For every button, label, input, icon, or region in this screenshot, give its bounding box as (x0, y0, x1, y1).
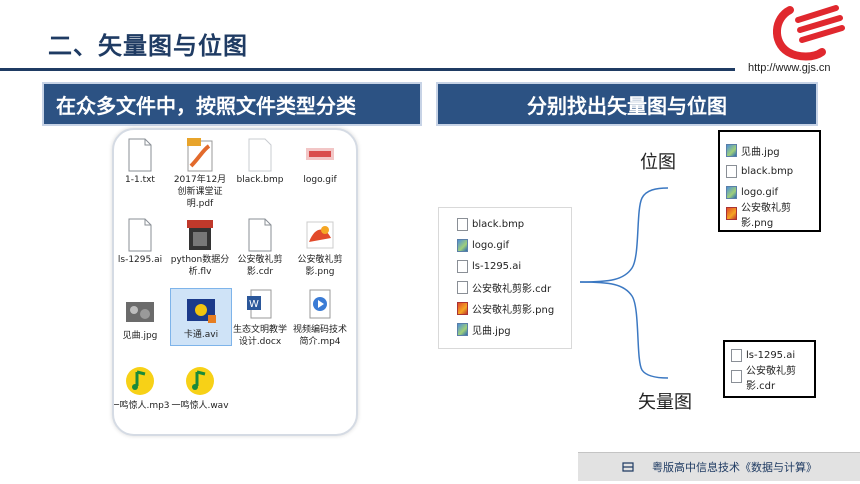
jpg-file-icon (126, 302, 154, 322)
vector-file-list: ls-1295.ai 公安敬礼剪影.cdr (723, 340, 816, 398)
file-item[interactable]: 视频编码技术简介.mp4 (290, 288, 350, 348)
bmp-file-icon (248, 138, 272, 172)
file-item[interactable]: 1-1.txt (114, 138, 170, 186)
ai-file-icon (128, 218, 152, 252)
cdr-file-icon (248, 218, 272, 252)
bmp-file-icon (457, 218, 468, 231)
list-item[interactable]: black.bmp (457, 214, 571, 235)
gif-file-icon (726, 186, 737, 199)
footer-bar: 粤版高中信息技术《数据与计算》 (578, 452, 860, 481)
list-item[interactable]: black.bmp (726, 161, 819, 182)
gif-file-icon (306, 148, 334, 160)
list-item[interactable]: logo.gif (457, 235, 571, 256)
filtered-file-list: black.bmp logo.gif ls-1295.ai 公安敬礼剪影.cdr… (438, 207, 572, 349)
list-item-label: 见曲.jpg (472, 326, 511, 337)
list-item[interactable]: 公安敬礼剪影.png (726, 203, 819, 229)
file-item-selected[interactable]: 卡通.avi (170, 288, 232, 346)
banner-classify: 在众多文件中，按照文件类型分类 (42, 82, 422, 126)
site-url[interactable]: http://www.gjs.cn (748, 62, 831, 74)
list-item-label: 公安敬礼剪影.png (472, 305, 555, 316)
svg-text:W: W (249, 299, 259, 310)
png-file-icon (726, 207, 737, 220)
gif-file-icon (457, 239, 468, 252)
page-title: 二、矢量图与位图 (48, 32, 248, 60)
file-item[interactable]: 公安敬礼剪影.cdr (230, 218, 290, 278)
list-item-label: ls-1295.ai (472, 261, 522, 272)
flv-file-icon (187, 220, 213, 250)
wav-file-icon (186, 367, 214, 395)
list-item[interactable]: 见曲.jpg (726, 140, 819, 161)
banner-find: 分别找出矢量图与位图 (436, 82, 818, 126)
list-item-label: 见曲.jpg (741, 147, 780, 158)
list-item[interactable]: logo.gif (726, 182, 819, 203)
file-item[interactable]: 见曲.jpg (114, 294, 170, 342)
mp3-file-icon (126, 367, 154, 395)
list-item-label: black.bmp (741, 166, 794, 177)
jpg-file-icon (457, 323, 468, 336)
file-item[interactable]: 2017年12月创新课堂证明.pdf (170, 138, 230, 210)
list-item[interactable]: 公安敬礼剪影.cdr (457, 277, 571, 298)
png-file-icon (306, 221, 334, 249)
file-label: ls-1295.ai (117, 255, 163, 265)
file-label: 视频编码技术简介.mp4 (292, 325, 347, 347)
list-item[interactable]: ls-1295.ai (731, 345, 814, 366)
file-label: 公安敬礼剪影.cdr (237, 255, 283, 277)
list-item-label: ls-1295.ai (746, 350, 796, 361)
file-item[interactable]: ls-1295.ai (114, 218, 170, 266)
mp4-file-icon (309, 289, 331, 319)
file-label: 1-1.txt (125, 175, 155, 185)
list-item[interactable]: 公安敬礼剪影.png (457, 298, 571, 319)
file-item[interactable]: logo.gif (290, 138, 350, 186)
file-explorer-window: 1-1.txt 2017年12月创新课堂证明.pdf black.bmp log… (112, 128, 358, 436)
bitmap-file-list: 见曲.jpg black.bmp logo.gif 公安敬礼剪影.png (718, 130, 821, 232)
docx-file-icon: W (247, 289, 272, 319)
file-label: 生态文明教学设计.docx (232, 325, 287, 347)
file-label: 一鸣惊人.mp3 (112, 401, 170, 411)
list-item-label: logo.gif (741, 187, 779, 198)
file-label: 卡通.avi (183, 330, 219, 340)
bitmap-label: 位图 (640, 152, 676, 173)
file-label: 一鸣惊人.wav (171, 401, 229, 411)
list-item[interactable]: 公安敬礼剪影.cdr (731, 366, 814, 392)
file-label: python数据分析.flv (170, 255, 230, 277)
file-label: 公安敬礼剪影.png (297, 255, 343, 277)
avi-file-icon (187, 299, 216, 323)
ai-file-icon (731, 349, 742, 362)
file-item[interactable]: W 生态文明教学设计.docx (230, 288, 290, 348)
pdf-file-icon (187, 138, 213, 172)
file-item[interactable]: 一鸣惊人.wav (170, 364, 230, 412)
file-item[interactable]: 公安敬礼剪影.png (290, 218, 350, 278)
file-label: black.bmp (236, 175, 284, 185)
list-item[interactable]: ls-1295.ai (457, 256, 571, 277)
list-item-label: logo.gif (472, 240, 510, 251)
text-file-icon (128, 138, 152, 172)
cdr-file-icon (457, 281, 468, 294)
file-item[interactable]: black.bmp (230, 138, 290, 186)
bmp-file-icon (726, 165, 737, 178)
list-item-label: 公安敬礼剪影.cdr (472, 284, 552, 295)
list-item-label: 公安敬礼剪影.cdr (746, 365, 796, 392)
book-icon (622, 462, 634, 472)
jpg-file-icon (726, 144, 737, 157)
png-file-icon (457, 302, 468, 315)
vector-label: 矢量图 (638, 392, 692, 413)
list-item[interactable]: 见曲.jpg (457, 319, 571, 340)
file-item[interactable]: 一鸣惊人.mp3 (112, 364, 170, 412)
ai-file-icon (457, 260, 468, 273)
list-item-label: 公安敬礼剪影.png (741, 202, 791, 229)
file-label: logo.gif (303, 175, 337, 185)
title-underline (0, 68, 735, 71)
split-brace (580, 187, 669, 379)
file-label: 2017年12月创新课堂证明.pdf (173, 175, 227, 209)
gjs-logo-icon (773, 5, 845, 61)
cdr-file-icon (731, 370, 742, 383)
footer-text: 粤版高中信息技术《数据与计算》 (652, 461, 817, 474)
file-label: 见曲.jpg (122, 331, 158, 341)
file-item[interactable]: python数据分析.flv (170, 218, 230, 278)
list-item-label: black.bmp (472, 219, 525, 230)
